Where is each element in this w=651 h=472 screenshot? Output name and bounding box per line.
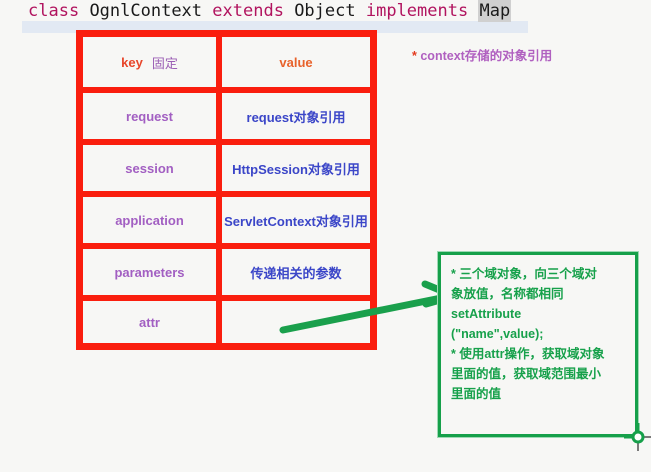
code-token-ognlcontext: OgnlContext — [89, 1, 203, 21]
table-cell-key-session: session — [80, 142, 219, 194]
table-row: session HttpSession对象引用 — [80, 142, 373, 194]
row-key-label: request — [126, 108, 173, 124]
table-cell-key-request: request — [80, 90, 219, 142]
table-cell-value-session: HttpSession对象引用 — [219, 142, 373, 194]
row-value-label: 传递相关的参数 — [250, 265, 342, 281]
table-row: parameters 传递相关的参数 — [80, 246, 373, 298]
code-token-object: Object — [294, 1, 356, 21]
annotation-line: 里面的值，获取域范围最小 — [451, 367, 602, 381]
table-cell-key-header: key 固定 — [80, 34, 219, 90]
table-cell-key-parameters: parameters — [80, 246, 219, 298]
green-arrow-icon — [279, 280, 458, 334]
ognl-context-table: key 固定 value request request对象引用 session… — [76, 30, 377, 350]
key-header-label: key — [121, 54, 143, 70]
table-cell-value-request: request对象引用 — [219, 90, 373, 142]
row-key-label: attr — [139, 314, 160, 330]
table-cell-value-attr — [219, 298, 373, 346]
table-row: application ServletContext对象引用 — [80, 194, 373, 246]
annotation-line: * 三个域对象，向三个域对 — [451, 267, 597, 281]
row-value-label: request对象引用 — [246, 109, 346, 125]
table-row: attr — [80, 298, 373, 346]
note-text: context存储的对象引用 — [420, 49, 553, 63]
table-cell-key-attr: attr — [80, 298, 219, 346]
row-key-label: parameters — [114, 264, 185, 280]
table-cell-key-application: application — [80, 194, 219, 246]
annotation-line: 里面的值 — [451, 387, 502, 401]
table-cell-value-parameters: 传递相关的参数 — [219, 246, 373, 298]
key-header-note: 固定 — [151, 55, 178, 71]
annotation-box: * 三个域对象，向三个域对 象放值，名称都相同 setAttribute ("n… — [437, 251, 639, 438]
table-cell-value-application: ServletContext对象引用 — [219, 194, 373, 246]
note-star: * — [412, 49, 417, 63]
code-token-extends: extends — [212, 1, 284, 21]
resize-handle[interactable] — [624, 423, 651, 451]
code-token-implements: implements — [365, 1, 469, 21]
code-token-class: class — [28, 1, 80, 21]
code-header-line: class OgnlContext extends Object impleme… — [0, 0, 651, 22]
value-header-label: value — [279, 54, 313, 70]
annotation-line: 象放值，名称都相同 — [451, 287, 564, 301]
row-key-label: session — [125, 160, 174, 176]
annotation-line: * 使用attr操作，获取域对象 — [451, 347, 605, 361]
code-token-map: Map — [478, 0, 512, 22]
table-cell-value-header: value — [219, 34, 373, 90]
row-key-label: application — [115, 212, 184, 228]
table-row: request request对象引用 — [80, 90, 373, 142]
annotation-line: ("name",value); — [451, 327, 544, 341]
context-note: * context存储的对象引用 — [412, 45, 552, 64]
table-row: key 固定 value — [80, 34, 373, 90]
row-value-label: HttpSession对象引用 — [232, 161, 360, 177]
annotation-line: setAttribute — [451, 307, 522, 321]
row-value-label: ServletContext对象引用 — [224, 213, 368, 229]
